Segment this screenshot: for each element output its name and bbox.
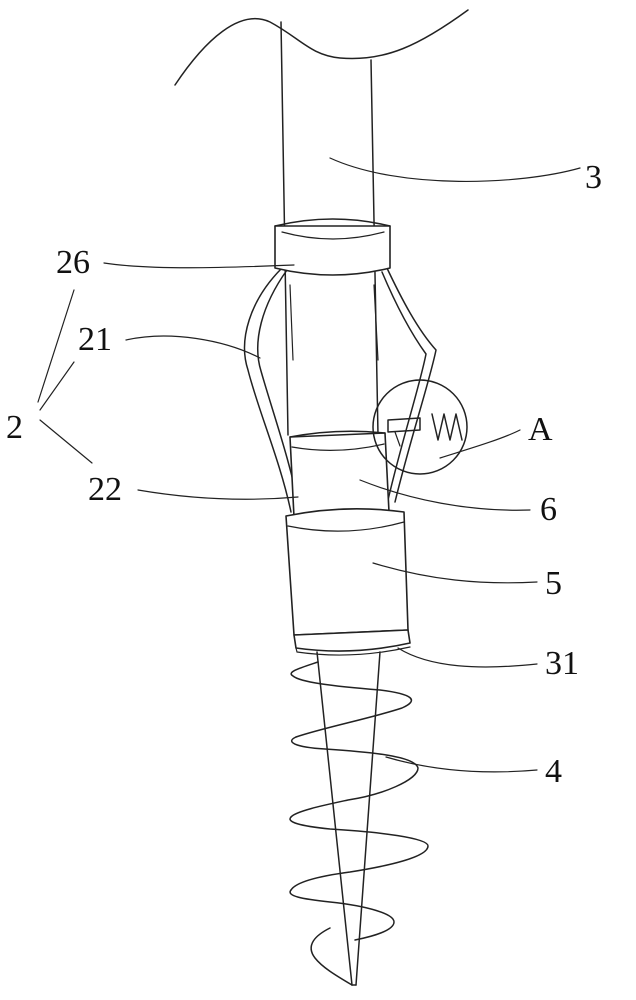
label-26: 26 [56,244,90,281]
break-line [174,9,469,86]
label-5: 5 [545,565,562,602]
label-6: 6 [540,491,557,528]
detail-circle-A [372,379,468,475]
clip-strips-21-22 [243,265,437,513]
label-21: 21 [78,321,112,358]
label-22: 22 [88,471,122,508]
collar-6 [289,430,390,518]
label-31: 31 [545,645,579,682]
leader-lines [37,157,581,773]
ground-screw-4 [289,651,429,986]
sleeve-5 [285,508,409,636]
label-4: 4 [545,753,562,790]
ring-26 [274,218,391,276]
label-2: 2 [6,409,23,446]
groove-31 [293,629,411,656]
label-3: 3 [585,159,602,196]
label-A: A [528,411,553,448]
